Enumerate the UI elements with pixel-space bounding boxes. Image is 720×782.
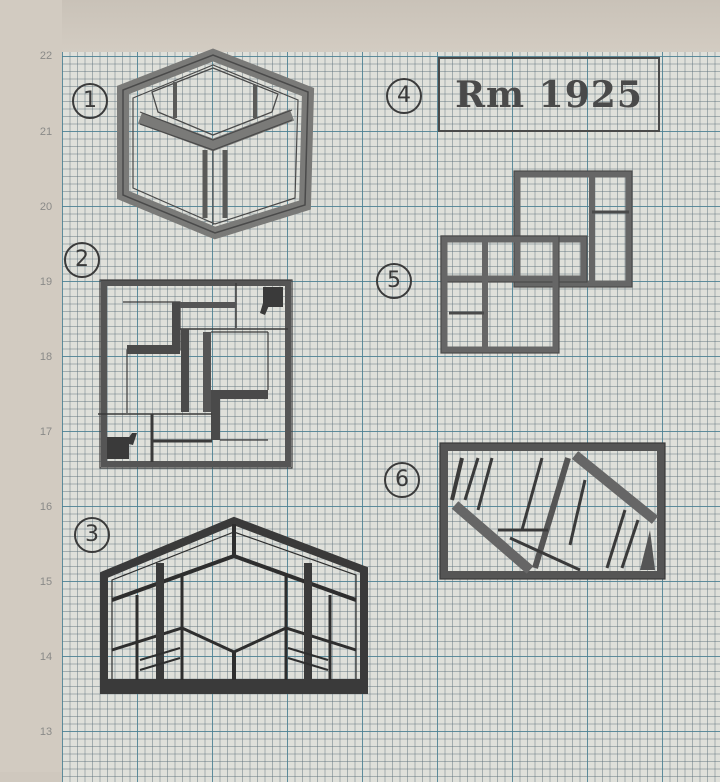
y-label-14: 14 xyxy=(39,651,53,663)
sketch-number-3: 3 xyxy=(74,517,110,553)
y-label-17: 17 xyxy=(39,426,53,438)
room-title: Rm 1925 xyxy=(455,73,643,116)
sketch-number-5: 5 xyxy=(376,263,412,299)
y-label-21: 21 xyxy=(39,126,53,138)
sketch-number-1: 1 xyxy=(72,83,108,119)
sketch-6-diagonal-frame xyxy=(439,442,666,580)
sketch-1-cube xyxy=(117,48,315,240)
y-label-22: 22 xyxy=(39,50,53,62)
sketch-3-pentagon-frame xyxy=(100,516,368,694)
y-label-13: 13 xyxy=(39,726,53,738)
sketch-number-4: 4 xyxy=(386,78,422,114)
paper-margin xyxy=(0,0,62,772)
sketch-2-square-frame xyxy=(98,279,293,469)
sketch-5-interlocking-frame xyxy=(440,170,633,354)
y-label-15: 15 xyxy=(39,576,53,588)
y-label-19: 19 xyxy=(39,276,53,288)
sketch-number-6: 6 xyxy=(384,462,420,498)
y-label-16: 16 xyxy=(39,501,53,513)
title-box: Rm 1925 xyxy=(438,57,660,132)
sketch-number-2: 2 xyxy=(64,242,100,278)
y-label-20: 20 xyxy=(39,201,53,213)
y-label-18: 18 xyxy=(39,351,53,363)
paper-background-top xyxy=(0,0,720,52)
